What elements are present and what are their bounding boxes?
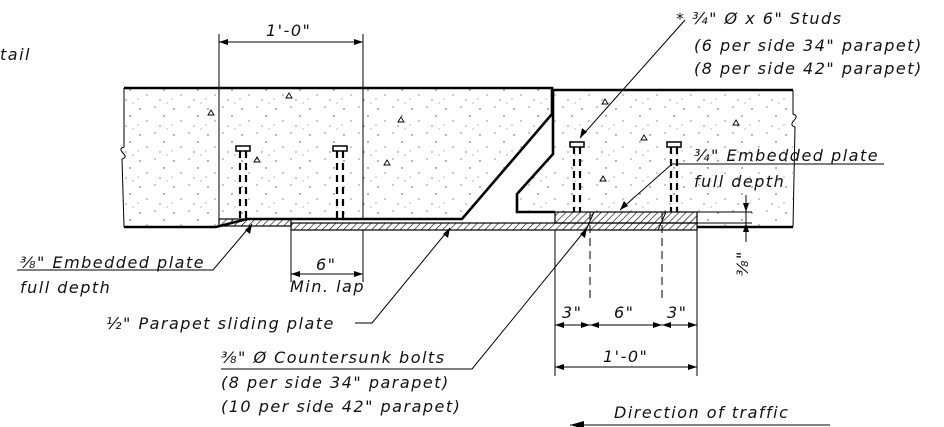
right-break-line bbox=[791, 90, 797, 228]
min-lap-text: Min. lap bbox=[290, 277, 365, 296]
studs-label-line2: (6 per side 34" parapet) bbox=[694, 36, 923, 55]
detail-title-fragment: tail bbox=[0, 45, 31, 64]
bolts-label-line2: (8 per side 34" parapet) bbox=[221, 373, 450, 392]
studs-label-line3: (8 per side 42" parapet) bbox=[694, 59, 923, 78]
aggregate-marks bbox=[207, 92, 740, 182]
min-lap-value: 6" bbox=[316, 255, 337, 274]
dim-bottom-right-label: 1'-0" bbox=[603, 347, 648, 366]
embedded-38-label-line1: ⅜" Embedded plate bbox=[20, 253, 205, 272]
dim-6-label: 6" bbox=[614, 303, 635, 322]
bolts-label-line1: ⅜" Ø Countersunk bolts bbox=[221, 348, 446, 367]
direction-label: Direction of traffic bbox=[614, 403, 789, 422]
right-embedded-plate bbox=[554, 211, 698, 224]
right-studs bbox=[569, 141, 682, 212]
left-break-line bbox=[120, 88, 126, 228]
dim-min-lap bbox=[290, 230, 364, 282]
left-studs bbox=[235, 145, 348, 219]
dim-top-left bbox=[218, 34, 364, 219]
bolt-centerlines bbox=[585, 211, 667, 300]
traffic-arrow bbox=[570, 421, 830, 427]
dim-vertical-label: ⅜" bbox=[733, 250, 752, 276]
leader-lines bbox=[17, 19, 884, 370]
bolts-label-line3: (10 per side 42" parapet) bbox=[221, 397, 461, 416]
left-embedded-plate bbox=[218, 218, 292, 227]
dim-3b-label: 3" bbox=[667, 303, 688, 322]
dim-top-left-label: 1'-0" bbox=[266, 21, 311, 40]
dim-3a-label: 3" bbox=[562, 303, 583, 322]
right-parapet-concrete bbox=[517, 90, 793, 227]
sliding-plate bbox=[290, 222, 698, 231]
dim-bottom-right bbox=[554, 230, 698, 376]
embedded-34-label-line1: ¾" Embedded plate bbox=[694, 146, 879, 165]
right-parapet-nose bbox=[515, 90, 555, 214]
dim-vertical bbox=[697, 195, 752, 242]
embedded-38-label-line2: full depth bbox=[20, 278, 111, 297]
studs-label-line1: * ¾" Ø x 6" Studs bbox=[676, 9, 842, 28]
left-parapet-outline bbox=[124, 86, 554, 229]
sliding-plate-label: ½" Parapet sliding plate bbox=[106, 314, 335, 333]
embedded-34-label-line2: full depth bbox=[694, 172, 785, 191]
